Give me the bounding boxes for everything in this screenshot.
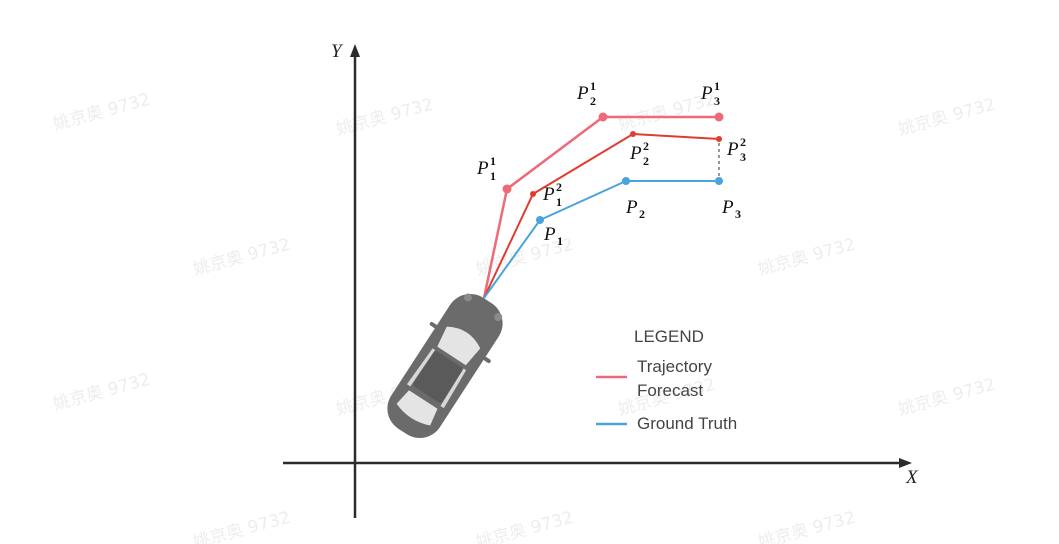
ground-truth-point (536, 216, 544, 224)
legend-forecast-label: Trajectory (637, 357, 712, 376)
svg-text:P: P (543, 224, 556, 245)
svg-text:2: 2 (740, 135, 746, 149)
svg-text:P: P (576, 83, 589, 104)
watermark: 姚京奥 9732 (756, 508, 857, 544)
point-label: P 2 2 (629, 139, 649, 168)
watermark: 姚京奥 9732 (51, 370, 152, 415)
svg-text:1: 1 (556, 195, 562, 209)
x-axis-arrow-icon (899, 458, 912, 468)
ground-truth-point (622, 177, 630, 185)
watermark: 姚京奥 9732 (756, 235, 857, 280)
point-label: P 1 (543, 224, 563, 248)
axes: Y X (283, 41, 919, 518)
svg-text:P: P (721, 197, 734, 218)
forecast-1-point (598, 112, 608, 122)
y-axis-arrow-icon (350, 44, 360, 57)
svg-text:1: 1 (490, 169, 496, 183)
watermark: 姚京奥 9732 (896, 95, 997, 140)
point-label: P 3 (721, 197, 741, 221)
svg-text:P: P (700, 83, 713, 104)
forecast-trajectory-2 (483, 131, 722, 299)
point-label: P 1 3 (700, 79, 720, 108)
forecast-2-point (716, 136, 722, 142)
watermark: 姚京奥 9732 (896, 375, 997, 420)
forecast-1-line (482, 115, 719, 299)
point-label: P 2 (625, 197, 645, 221)
svg-text:P: P (726, 139, 739, 160)
legend-ground-truth-label: Ground Truth (637, 414, 737, 433)
svg-text:3: 3 (735, 207, 741, 221)
legend: LEGEND Trajectory Forecast Ground Truth (596, 327, 737, 433)
watermark-layer: 姚京奥 9732 姚京奥 9732 姚京奥 9732 姚京奥 9732 姚京奥 … (51, 90, 997, 544)
svg-text:1: 1 (490, 154, 496, 168)
svg-text:3: 3 (740, 150, 746, 164)
svg-text:1: 1 (557, 234, 563, 248)
forecast-trajectory-1 (482, 112, 724, 299)
point-label: P 1 1 (476, 154, 496, 183)
point-label: P 2 3 (726, 135, 746, 164)
svg-text:2: 2 (590, 94, 596, 108)
svg-text:P: P (542, 184, 555, 205)
legend-forecast-label-line2: Forecast (637, 381, 703, 400)
forecast-1-point (502, 184, 512, 194)
ground-truth-line (483, 180, 719, 299)
svg-text:1: 1 (714, 79, 720, 93)
svg-text:2: 2 (643, 139, 649, 153)
car-icon (387, 293, 503, 439)
y-axis-label: Y (331, 41, 344, 62)
svg-text:2: 2 (639, 207, 645, 221)
ground-truth-trajectory (483, 177, 723, 299)
svg-text:2: 2 (643, 154, 649, 168)
svg-text:2: 2 (556, 180, 562, 194)
svg-text:1: 1 (590, 79, 596, 93)
watermark: 姚京奥 9732 (474, 508, 575, 544)
svg-text:P: P (625, 197, 638, 218)
forecast-2-line (483, 132, 720, 299)
x-axis-label: X (905, 467, 919, 488)
watermark: 姚京奥 9732 (191, 508, 292, 544)
ground-truth-point (715, 177, 723, 185)
watermark: 姚京奥 9732 (334, 95, 435, 140)
point-label: P 2 1 (542, 180, 562, 209)
legend-title: LEGEND (634, 327, 704, 346)
watermark: 姚京奥 9732 (191, 235, 292, 280)
forecast-2-point (530, 191, 536, 197)
forecast-2-point (630, 131, 636, 137)
svg-text:P: P (629, 143, 642, 164)
forecast-1-point (714, 112, 724, 122)
svg-text:3: 3 (714, 94, 720, 108)
point-label: P 1 2 (576, 79, 596, 108)
svg-text:P: P (476, 158, 489, 179)
watermark: 姚京奥 9732 (51, 90, 152, 135)
